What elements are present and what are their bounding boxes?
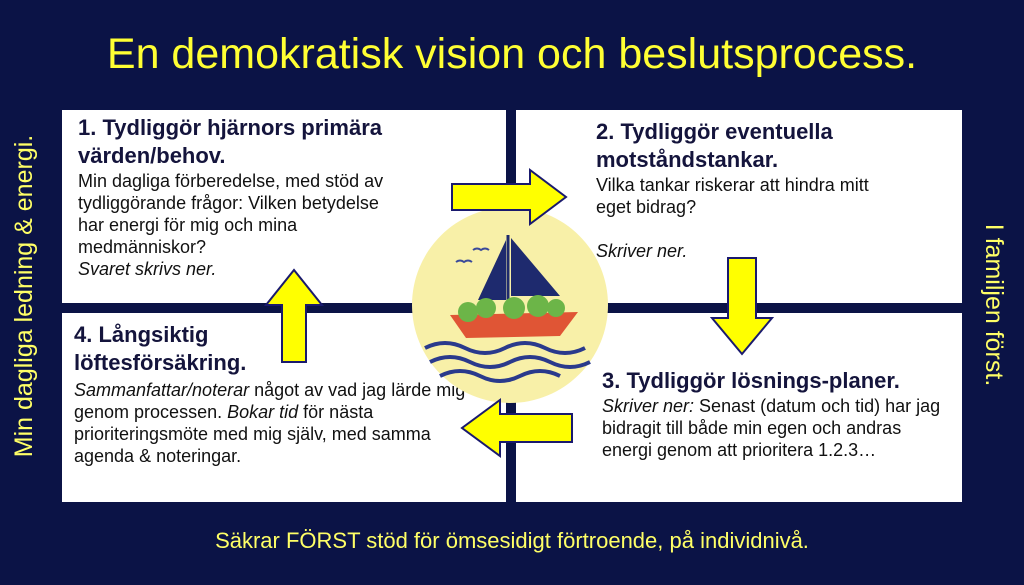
step-3-italic: Skriver ner:: [602, 396, 695, 416]
step-4-text-2: för nästa prioriteringsmöte med mig själ…: [74, 402, 431, 466]
arrow-right-icon: [451, 168, 568, 226]
page-title: En demokratisk vision och beslutsprocess…: [106, 30, 918, 78]
step-1-heading: 1. Tydliggör hjärnors primära värden/beh…: [78, 115, 382, 168]
step-4-text-1: något av vad jag lärde mig genom process…: [74, 380, 466, 422]
step-2-note: Skriver ner.: [596, 241, 688, 261]
arrow-up-icon: [263, 268, 325, 363]
arrow-left-icon: [460, 398, 573, 458]
step-2-text: Vilka tankar riskerar att hindra mitt eg…: [596, 175, 869, 217]
sailboat-icon: [424, 235, 591, 383]
step-2-heading: 2. Tydliggör eventuella motståndstankar.: [596, 119, 833, 172]
step-4-italic-2: Bokar tid: [227, 402, 299, 422]
arrow-down-icon: [709, 257, 775, 356]
step-4-heading: 4. Långsiktig löftesförsäkring.: [74, 322, 247, 375]
step-1-text: Min dagliga förberedelse, med stöd av ty…: [78, 171, 384, 257]
step-1-note: Svaret skrivs ner.: [78, 259, 217, 279]
step-4-italic-1: Sammanfattar/noterar: [74, 380, 250, 400]
step-3-text: Senast (datum och tid) har jag bidragit …: [602, 396, 941, 460]
step-3-heading: 3. Tydliggör lösnings-planer.: [602, 368, 900, 393]
footer-text: Säkrar FÖRST stöd för ömsesidigt förtroe…: [215, 528, 809, 553]
